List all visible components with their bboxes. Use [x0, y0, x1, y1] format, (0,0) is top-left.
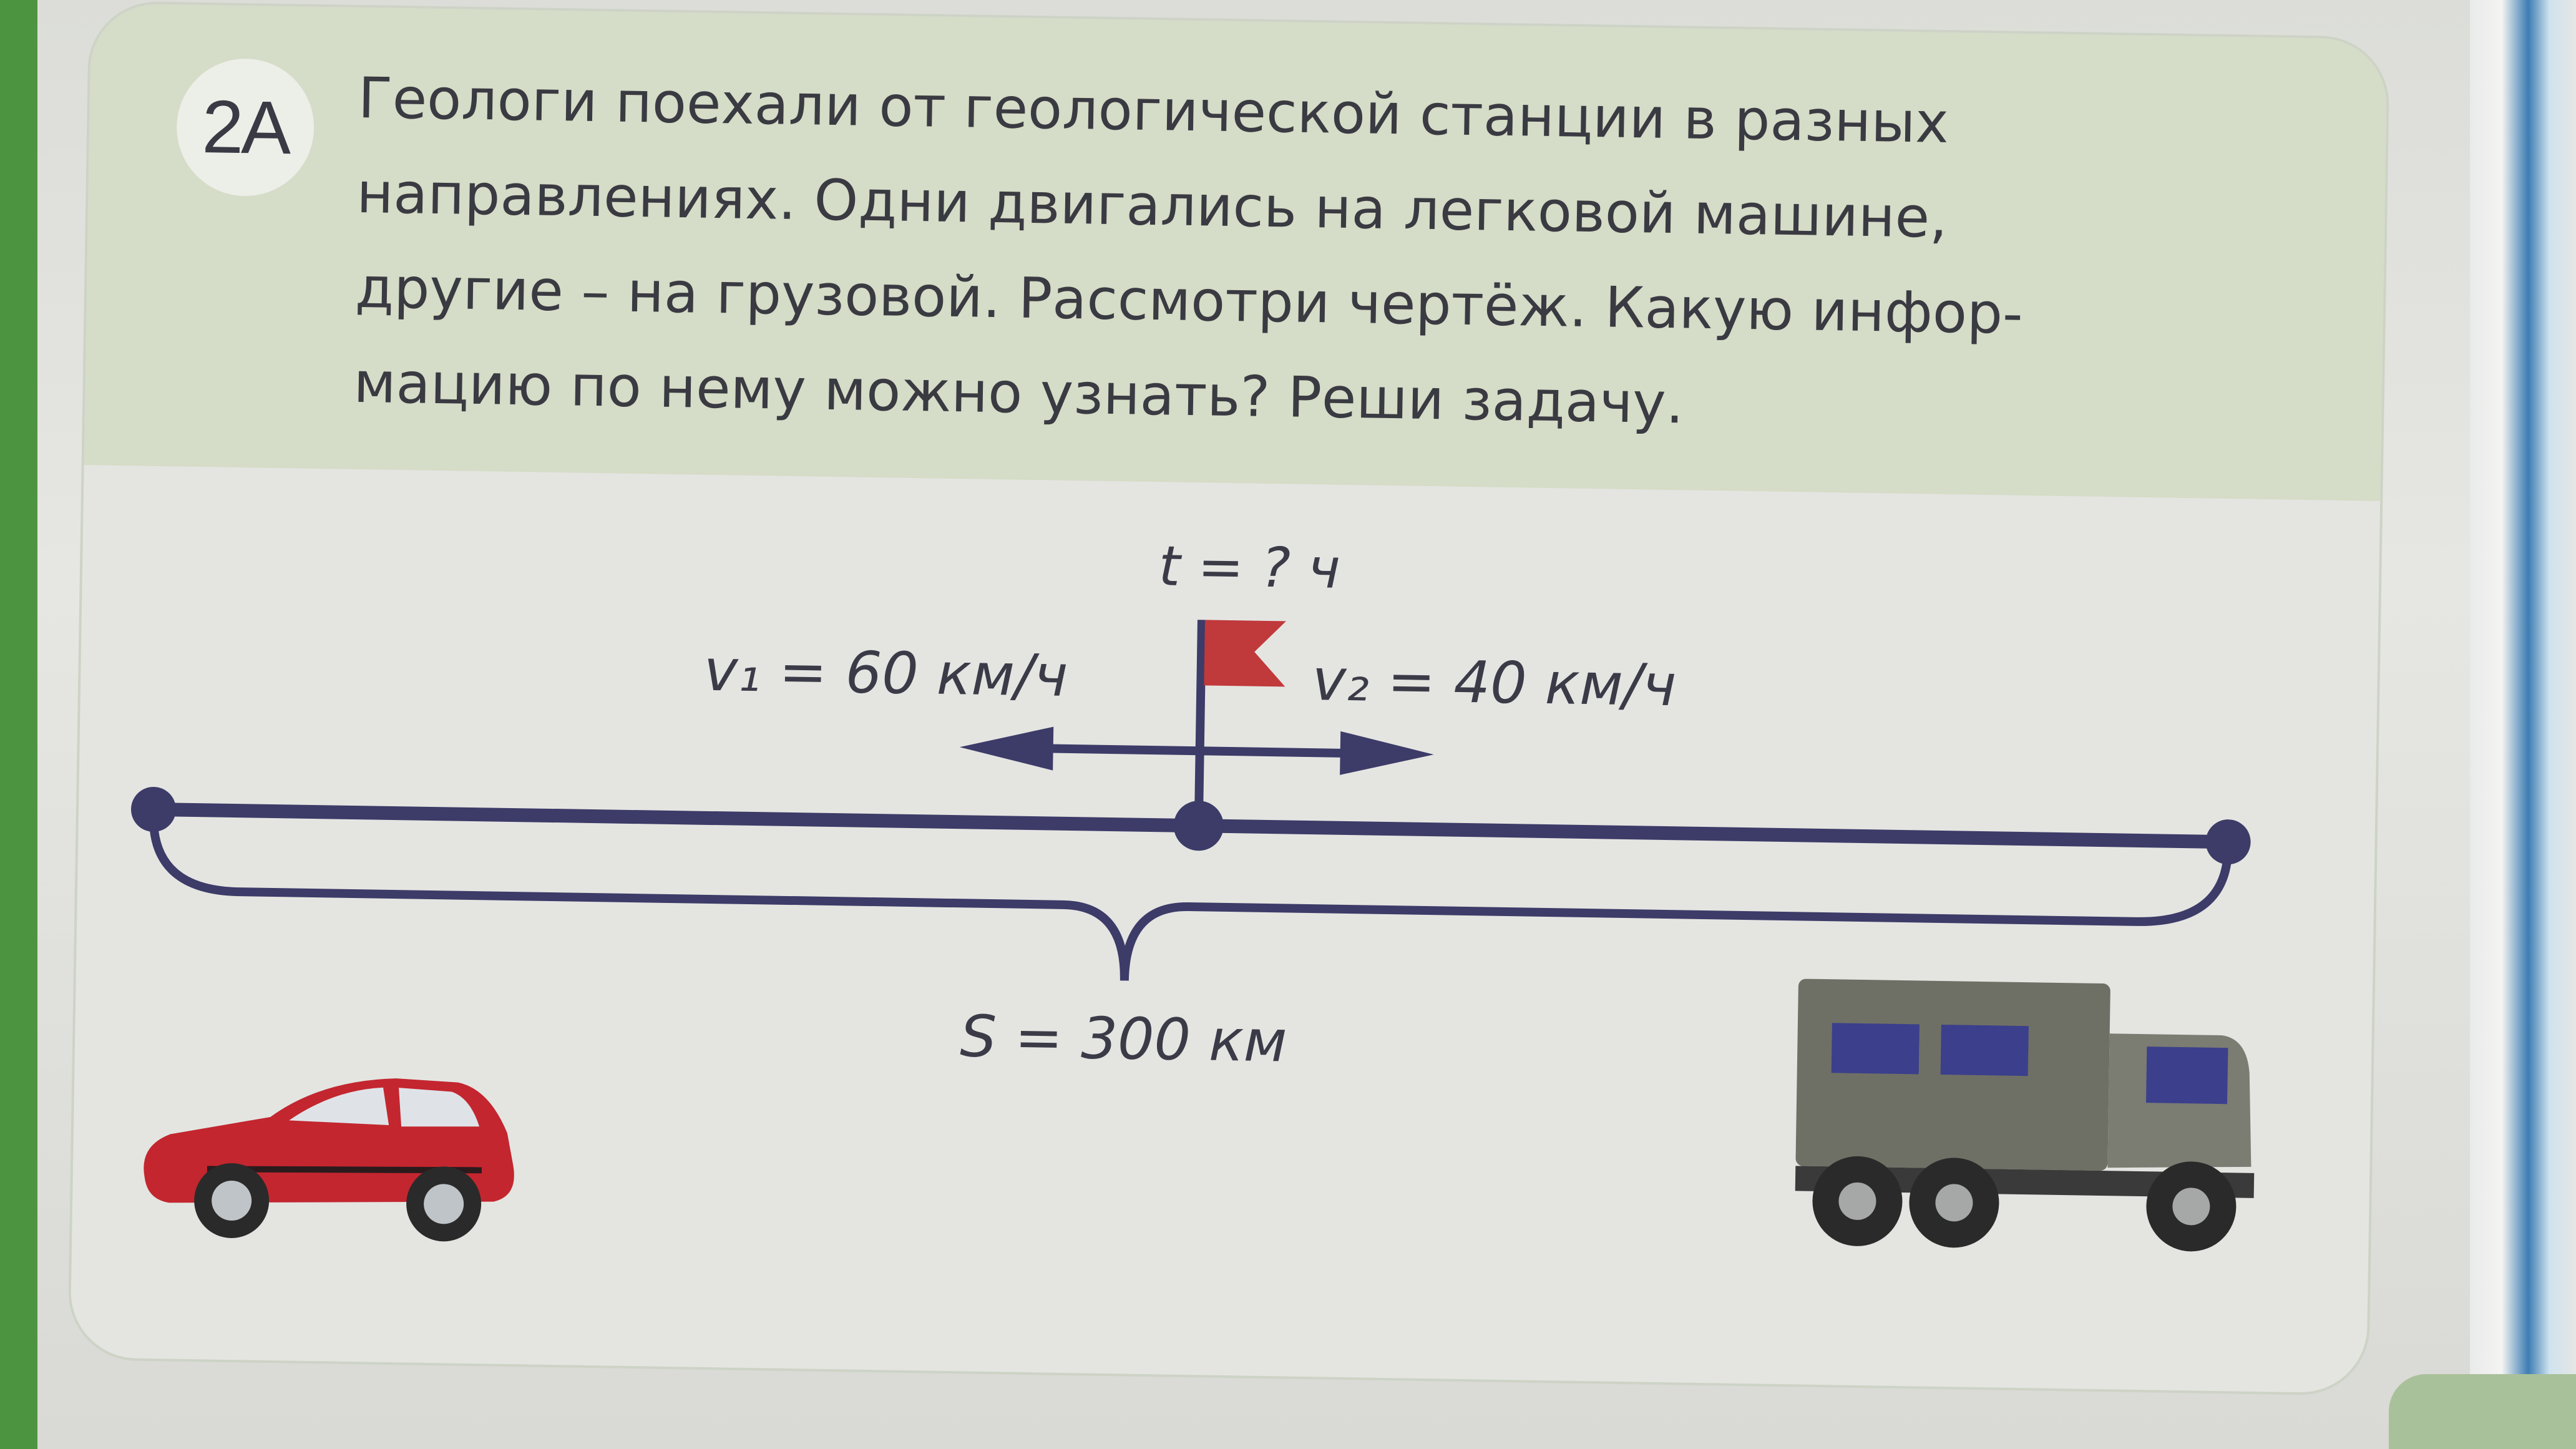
- arrow-right-icon: [1340, 731, 1434, 775]
- distance-label: S = 300 км: [960, 1003, 1287, 1075]
- car-speed-label: v₁ = 60 км/ч: [703, 637, 1068, 710]
- arrow-right-shaft: [1199, 746, 1347, 758]
- time-label: t = ? ч: [1158, 534, 1340, 601]
- car-icon: [144, 1078, 514, 1242]
- distance-brace: [149, 815, 2233, 981]
- page-edge-right: [2470, 0, 2576, 1449]
- road-start-point: [130, 786, 176, 832]
- flag-pole: [1194, 620, 1206, 826]
- flag-icon: [1204, 620, 1286, 687]
- page-edge-left: [0, 0, 37, 1449]
- page-corner: [2389, 1374, 2576, 1449]
- truck-icon: [1795, 978, 2255, 1252]
- arrow-left-shaft: [1046, 744, 1200, 756]
- motion-diagram: t = ? ч v₁ = 60 км/ч v₂ = 40 км/ч S = 30…: [130, 534, 2255, 1252]
- road-end-point: [2205, 819, 2251, 865]
- truck-speed-label: v₂ = 40 км/ч: [1312, 646, 1677, 719]
- arrow-left-icon: [959, 726, 1054, 771]
- task-card: 2А Геологи поехали от геологической стан…: [67, 1, 2390, 1396]
